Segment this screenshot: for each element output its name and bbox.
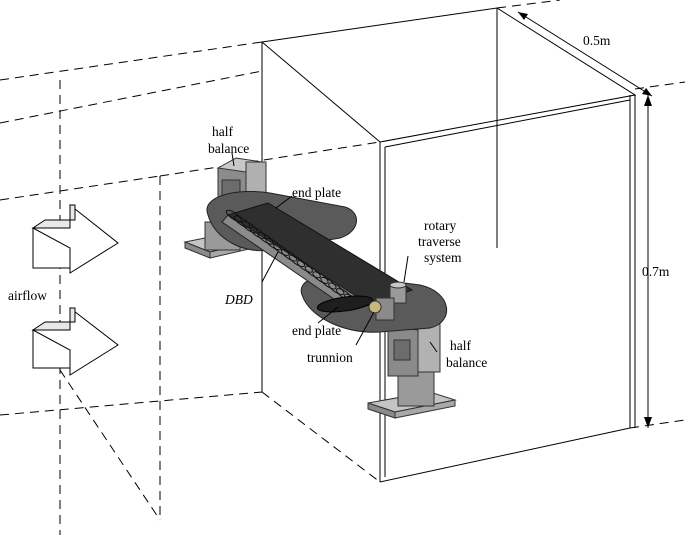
dbd-coil — [281, 248, 298, 262]
end-plate-bottom-label: end plate — [292, 323, 341, 338]
dbd-coil — [304, 265, 321, 279]
trunnion-part — [368, 300, 382, 314]
half-balance-top-label-2: balance — [208, 141, 249, 156]
dbd-coil — [233, 215, 250, 228]
dbd-coil — [241, 220, 258, 234]
dbd-coils — [225, 209, 361, 307]
dbd-coil — [257, 232, 274, 245]
half-balance-top-label-1: half — [212, 124, 233, 139]
dimension-width: 0.5m — [517, 11, 653, 97]
dbd-coil — [225, 209, 243, 223]
dbd-coil — [273, 243, 290, 256]
dbd-coil — [249, 226, 266, 240]
dbd-coil — [296, 260, 313, 273]
dbd-coil — [265, 237, 282, 251]
dbd-coil — [288, 254, 305, 268]
half-balance-bottom-label-1: half — [450, 338, 471, 353]
end-plate-top-label: end plate — [292, 185, 341, 200]
half-balance-bottom-label-2: balance — [446, 355, 487, 370]
dbd-label: DBD — [224, 292, 253, 307]
rotary-traverse-system — [375, 281, 407, 321]
dbd-coil — [320, 276, 337, 290]
rotary-label-2: traverse — [418, 234, 461, 249]
dim-width-label: 0.5m — [583, 33, 611, 48]
rotary-label-3: system — [424, 250, 462, 265]
airflow-arrow-bottom — [31, 306, 119, 376]
airflow-arrow-top — [31, 203, 119, 274]
rotary-label-1: rotary — [424, 218, 456, 233]
dim-height-label: 0.7m — [642, 264, 670, 279]
wing-model — [221, 202, 414, 313]
dbd-coil — [312, 271, 329, 284]
dimension-height: 0.7m — [642, 95, 670, 428]
airflow-label: airflow — [8, 288, 47, 303]
leader-lines — [231, 152, 438, 353]
dbd-coil — [328, 282, 345, 296]
trunnion-label: trunnion — [307, 350, 353, 365]
